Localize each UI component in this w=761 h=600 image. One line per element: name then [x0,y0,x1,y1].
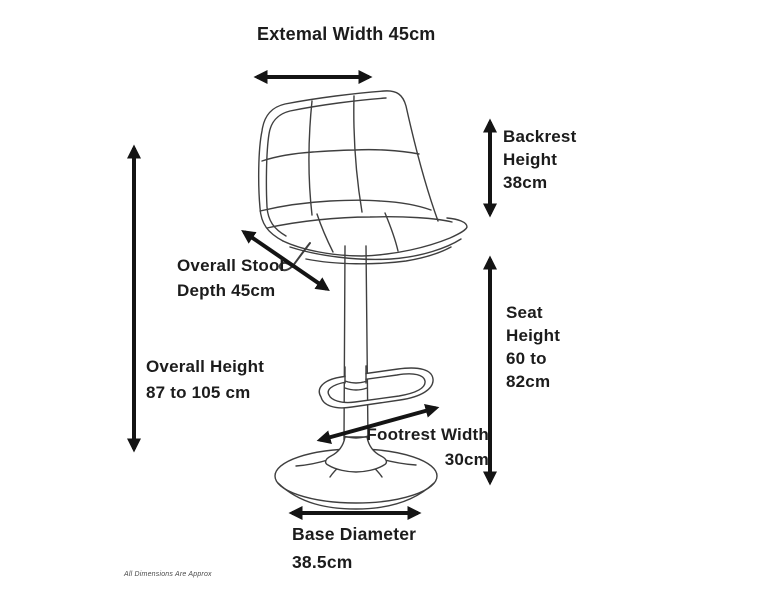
label-line: Backrest [503,127,577,146]
backrest [257,90,439,242]
label-line: Footrest Width [366,425,489,444]
label-line: 87 to 105 cm [146,383,251,402]
label-overall-height: Overall Height 87 to 105 cm [146,354,264,406]
stool-sketch [257,90,468,510]
label-backrest-height: Backrest Height 38cm [503,125,576,194]
label-line: Overall Stool [177,256,285,275]
label-external-width: Extemal Width 45cm [257,23,436,46]
label-base-diameter: Base Diameter 38.5cm [292,520,416,576]
footrest-ring [318,367,434,409]
label-line: 30cm [444,450,489,469]
dimensions-approx-footnote: All Dimensions Are Approx [124,571,212,578]
seat [266,212,468,265]
gas-lift-column [343,245,369,441]
label-overall-stool-depth: Overall Stool Depth 45cm [177,253,284,303]
label-line: Seat [506,303,543,322]
column-over-ring [343,365,369,439]
label-line: 38cm [503,173,548,192]
label-line: 38.5cm [292,552,353,572]
arrow-stool-depth [241,230,330,291]
label-seat-height: Seat Height 60 to 82cm [506,301,560,393]
base-collar [324,436,388,473]
label-line: Base Diameter [292,524,417,544]
label-line: 60 to [506,349,547,368]
label-line: Depth 45cm [177,281,276,300]
label-line: 82cm [506,372,551,391]
label-line: Extemal Width 45cm [257,24,436,44]
label-line: Overall Height [146,357,265,376]
arrow-footrest-width [316,404,440,444]
label-footrest-width: Footrest Width 30cm [366,422,489,472]
dimension-arrows [127,70,497,520]
label-line: Height [503,150,558,169]
label-line: Height [506,326,561,345]
